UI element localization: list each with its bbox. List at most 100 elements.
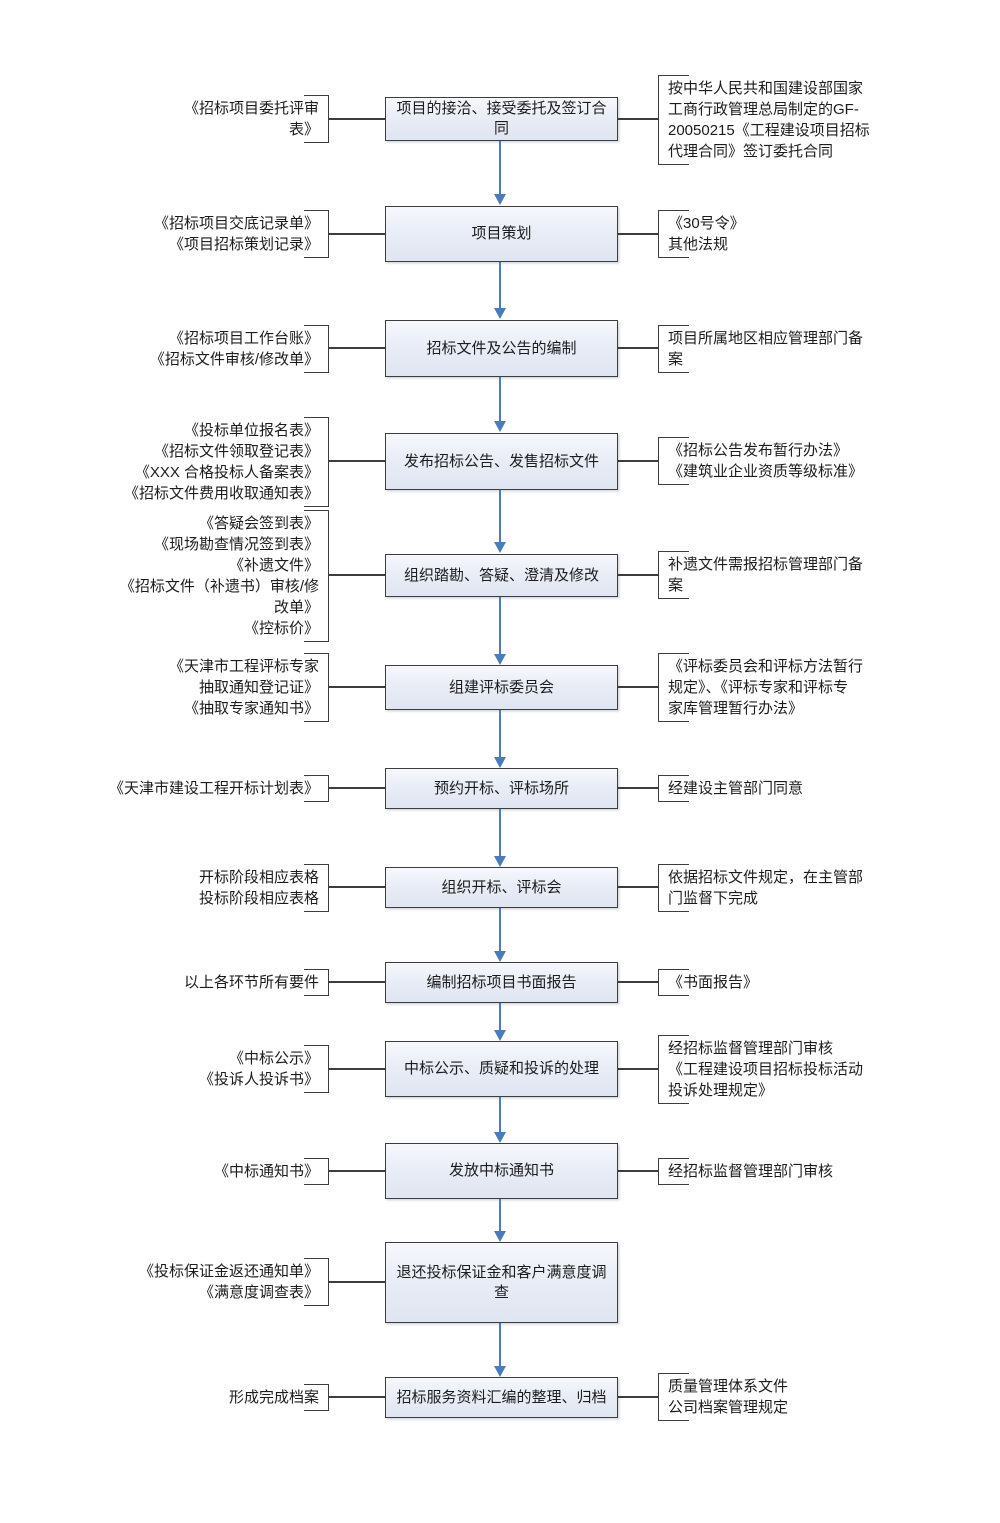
connector-line [618,347,658,349]
label-line: 《答疑会签到表》 [198,515,319,532]
label-line: 《招标项目工作台账》 [168,330,319,347]
connector-line [329,686,385,688]
left-doc-label: 《中标公示》 《投诉人投诉书》 [77,1045,329,1093]
label-line: 《招标公告发布暂行办法》 [668,442,849,459]
label-line: 按中华人民共和国建设部国家 [668,80,864,97]
left-doc-label: 《投标单位报名表》 《招标文件领取登记表》 《XXX 合格投标人备案表》 《招标… [77,417,329,507]
label-line: 《项目招标策划记录》 [168,236,319,253]
process-step-box: 发放中标通知书 [385,1143,618,1199]
left-doc-label: 形成完成档案 [77,1384,329,1411]
connector-line [329,460,385,462]
connector-line [618,460,658,462]
right-note-label: 《招标公告发布暂行办法》 《建筑业企业资质等级标准》 [658,437,910,485]
bracket [304,510,329,642]
label-line: 投诉处理规定》 [668,1082,774,1099]
label-line: 《工程建设项目招标投标活动 [668,1061,864,1078]
right-note-label: 《30号令》 其他法规 [658,210,910,258]
right-note-label: 经建设主管部门同意 [658,775,910,802]
bracket [304,325,329,373]
connector-line [329,787,385,789]
bracket [658,210,689,258]
connector-line [618,1170,658,1172]
label-line: 投标阶段相应表格 [198,890,319,907]
connector-line [618,686,658,688]
bracket [304,1258,329,1306]
process-step-label: 招标文件及公告的编制 [426,339,577,357]
right-note-label: 经招标监督管理部门审核 [658,1158,910,1185]
down-arrow-icon [493,1003,506,1041]
label-line: 《招标文件费用收取通知表》 [123,485,319,502]
connector-line [618,787,658,789]
right-note-label: 《书面报告》 [658,969,910,996]
bracket [658,75,689,165]
down-arrow-icon [493,377,506,432]
process-step-label: 发放中标通知书 [448,1162,554,1179]
process-step-label: 组建评标委员会 [448,678,554,696]
label-line: 《书面报告》 [668,974,759,991]
process-step-label: 退还投标保证金和客户满意度调查 [396,1263,607,1301]
label-line: 经招标监督管理部门审核 [668,1163,834,1180]
bracket [658,864,689,912]
label-line: 工商行政管理总局制定的GF- [668,101,859,118]
process-step-label: 项目策划 [471,225,532,242]
down-arrow-icon [493,809,506,867]
right-note-label: 《评标委员会和评标方法暂行 规定》、《评标专家和评标专 家库管理暂行办法》 [658,653,910,722]
bracket [658,1373,689,1421]
process-step-box: 招标服务资料汇编的整理、归档 [385,1377,618,1418]
label-line: 《补遗文件》 [228,557,319,574]
bracket [304,653,329,722]
label-line: 抽取通知登记证》 [198,679,319,696]
label-line: 形成完成档案 [228,1389,319,1406]
label-line: 《中标公示》 [228,1050,319,1067]
label-line: 《投标保证金返还通知单》 [138,1263,319,1280]
process-step-box: 退还投标保证金和客户满意度调查 [385,1242,618,1323]
connector-line [329,1281,385,1283]
label-line: 门监督下完成 [668,890,759,907]
process-step-label: 组织开标、评标会 [441,878,562,896]
label-line: 《招标文件（补遗书）审核/修 [119,578,319,595]
connector-line [618,574,658,576]
bracket [658,437,689,485]
left-doc-label: 《天津市建设工程开标计划表》 [77,775,329,802]
bracket [658,1035,689,1104]
process-step-box: 组织踏勘、答疑、澄清及修改 [385,554,618,597]
connector-line [618,981,658,983]
connector-line [618,233,658,235]
left-doc-label: 《天津市工程评标专家 抽取通知登记证》 《抽取专家通知书》 [77,653,329,722]
label-line: 项目所属地区相应管理部门备 [668,330,864,347]
process-step-box: 项目的接洽、接受委托及签订合同 [385,97,618,141]
bracket [304,864,329,912]
bracket [304,1158,329,1185]
label-line: 代理合同》签订委托合同 [668,143,834,160]
left-doc-label: 《招标项目委托评审 表》 [77,95,329,143]
label-line: 经建设主管部门同意 [668,780,804,797]
label-line: 家库管理暂行办法》 [668,700,804,717]
label-line: 《招标文件领取登记表》 [153,443,319,460]
label-line: 《天津市工程评标专家 [168,658,319,675]
label-line: 案 [668,351,684,368]
left-doc-label: 《答疑会签到表》 《现场勘查情况签到表》 《补遗文件》 《招标文件（补遗书）审核… [77,510,329,642]
bracket [304,1384,329,1411]
label-line: 《现场勘查情况签到表》 [153,536,319,553]
bracket [658,325,689,373]
label-line: 规定》、《评标专家和评标专 [668,679,849,696]
left-doc-label: 《中标通知书》 [77,1158,329,1185]
label-line: 《抽取专家通知书》 [183,700,319,717]
connector-line [618,886,658,888]
connector-line [329,118,385,120]
down-arrow-icon [493,1323,506,1377]
right-note-label: 项目所属地区相应管理部门备 案 [658,325,910,373]
process-step-box: 编制招标项目书面报告 [385,962,618,1003]
process-step-label: 项目的接洽、接受委托及签订合同 [396,100,607,137]
label-line: 依据招标文件规定，在主管部 [668,869,864,886]
connector-line [329,1396,385,1398]
process-step-label: 组织踏勘、答疑、澄清及修改 [403,566,599,584]
left-doc-label: 以上各环节所有要件 [77,969,329,996]
label-line: 《投诉人投诉书》 [198,1071,319,1088]
label-line: 补遗文件需报招标管理部门备 [668,556,864,573]
right-note-label: 经招标监督管理部门审核 《工程建设项目招标投标活动 投诉处理规定》 [658,1035,910,1104]
process-step-box: 预约开标、评标场所 [385,768,618,809]
down-arrow-icon [493,710,506,768]
process-step-label: 编制招标项目书面报告 [426,973,577,991]
